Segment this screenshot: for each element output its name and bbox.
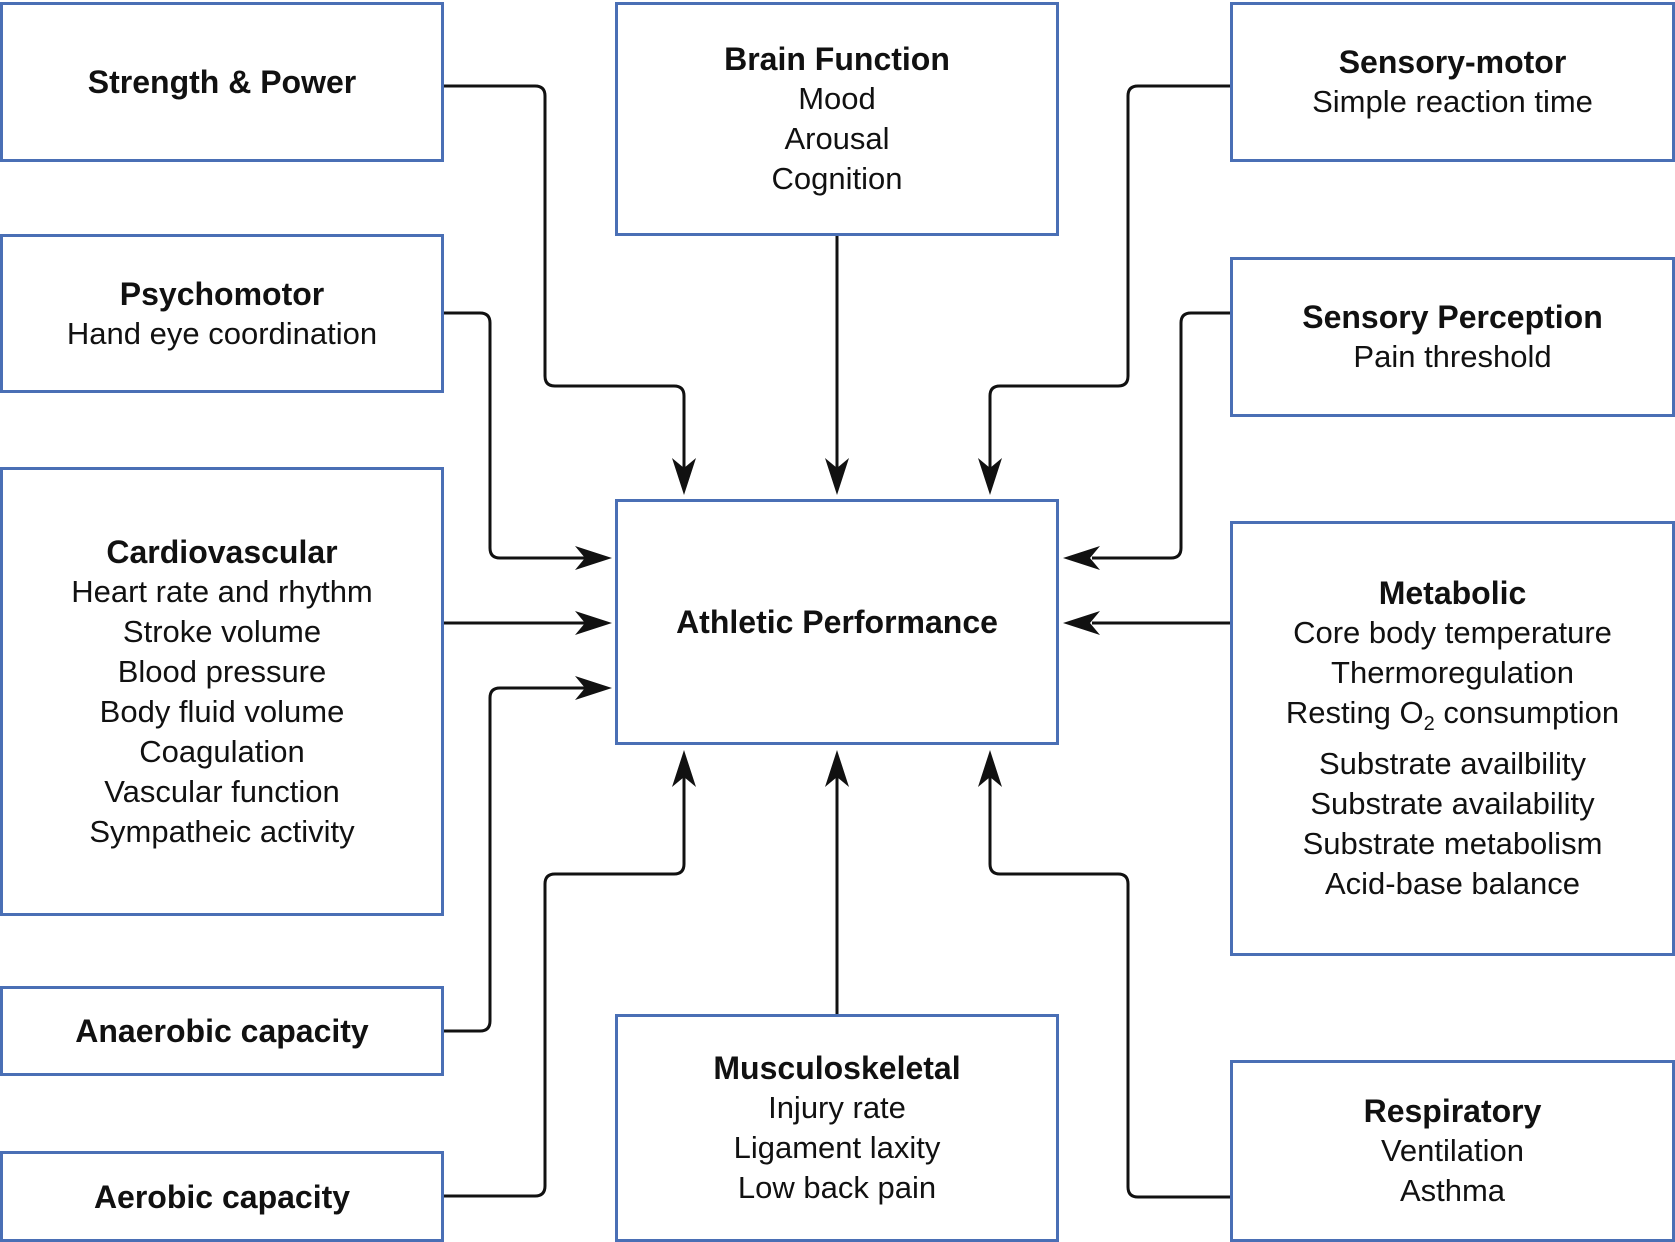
- box-strength-power: Strength & Power: [0, 2, 444, 162]
- arrowhead-respiratory: [978, 750, 1002, 787]
- box-musculoskeletal: Musculoskeletal Injury rate Ligament lax…: [615, 1014, 1059, 1242]
- oxygen-suffix: consumption: [1434, 694, 1620, 730]
- perception-title: Sensory Perception: [1302, 299, 1603, 335]
- arrowhead-psychomotor: [575, 546, 612, 570]
- cardio-item: Body fluid volume: [99, 693, 345, 729]
- metabolic-title: Metabolic: [1378, 574, 1527, 611]
- metabolic-item: Substrate availability: [1310, 786, 1595, 822]
- psychomotor-title: Psychomotor: [119, 275, 325, 312]
- musculo-item: Ligament laxity: [733, 1130, 941, 1165]
- arrow-strength: [443, 84, 686, 470]
- musculo-title: Musculoskeletal: [713, 1050, 961, 1086]
- metabolic-item: Acid-base balance: [1324, 866, 1581, 902]
- metabolic-item: Thermoregulation: [1331, 654, 1574, 690]
- arrow-sensorymotor: [988, 84, 1231, 470]
- box-psychomotor: Psychomotor Hand eye coordination: [0, 234, 444, 393]
- arrowhead-anaerobic: [575, 676, 612, 700]
- arrowhead-cardio: [575, 611, 612, 635]
- box-anaerobic-capacity: Anaerobic capacity: [0, 986, 444, 1076]
- box-respiratory: Respiratory Ventilation Asthma: [1230, 1060, 1675, 1242]
- arrow-anaerobic: [443, 686, 585, 1033]
- perception-item: Pain threshold: [1353, 339, 1552, 374]
- musculo-item: Low back pain: [737, 1170, 937, 1205]
- box-sensory-motor: Sensory-motor Simple reaction time: [1230, 2, 1675, 162]
- arrowhead-sensorymotor: [978, 458, 1002, 495]
- arrowhead-aerobic: [672, 750, 696, 787]
- box-brain-function: Brain Function Mood Arousal Cognition: [615, 2, 1059, 236]
- cardio-item: Vascular function: [104, 773, 340, 809]
- arrow-psychomotor: [443, 311, 585, 560]
- oxygen-prefix: Resting O: [1285, 694, 1424, 730]
- respiratory-item: Asthma: [1399, 1173, 1506, 1208]
- aerobic-title: Aerobic capacity: [93, 1178, 351, 1215]
- cardio-title: Cardiovascular: [106, 533, 338, 570]
- brain-item: Arousal: [784, 121, 890, 156]
- arrow-perception: [1092, 311, 1231, 560]
- arrowhead-metabolic: [1063, 611, 1100, 635]
- box-aerobic-capacity: Aerobic capacity: [0, 1151, 444, 1242]
- musculo-item: Injury rate: [768, 1090, 906, 1125]
- brain-item: Cognition: [771, 161, 903, 196]
- brain-title: Brain Function: [724, 41, 950, 77]
- cardio-item: Heart rate and rhythm: [71, 573, 373, 609]
- arrowhead-musculo: [825, 750, 849, 787]
- center-box-athletic-performance: Athletic Performance: [615, 499, 1059, 745]
- box-sensory-perception: Sensory Perception Pain threshold: [1230, 257, 1675, 417]
- arrowhead-strength: [672, 458, 696, 495]
- arrowhead-perception: [1063, 546, 1100, 570]
- metabolic-item: Substrate availbility: [1318, 746, 1587, 782]
- cardio-item: Stroke volume: [122, 613, 322, 649]
- respiratory-item: Ventilation: [1380, 1133, 1525, 1168]
- box-cardiovascular: Cardiovascular Heart rate and rhythm Str…: [0, 467, 444, 916]
- brain-item: Mood: [798, 81, 876, 116]
- metabolic-item: Substrate metabolism: [1302, 826, 1603, 862]
- center-title: Athletic Performance: [676, 604, 998, 640]
- respiratory-title: Respiratory: [1363, 1093, 1542, 1129]
- arrow-respiratory: [988, 775, 1231, 1199]
- arrowhead-brain: [825, 458, 849, 495]
- cardio-item: Coagulation: [139, 733, 305, 769]
- arrow-aerobic: [443, 775, 686, 1198]
- sensorymotor-title: Sensory-motor: [1338, 44, 1567, 80]
- strength-title: Strength & Power: [87, 64, 357, 100]
- cardio-item: Blood pressure: [117, 653, 327, 689]
- psychomotor-item: Hand eye coordination: [66, 315, 378, 351]
- anaerobic-title: Anaerobic capacity: [75, 1013, 369, 1049]
- metabolic-item: Core body temperature: [1293, 614, 1612, 650]
- oxygen-subscript: 2: [1423, 713, 1435, 736]
- box-metabolic: Metabolic Core body temperature Thermore…: [1230, 521, 1675, 956]
- sensorymotor-item: Simple reaction time: [1312, 84, 1593, 119]
- cardio-item: Sympatheic activity: [89, 813, 355, 849]
- metabolic-item-oxygen: Resting O2 consumption: [1286, 693, 1619, 744]
